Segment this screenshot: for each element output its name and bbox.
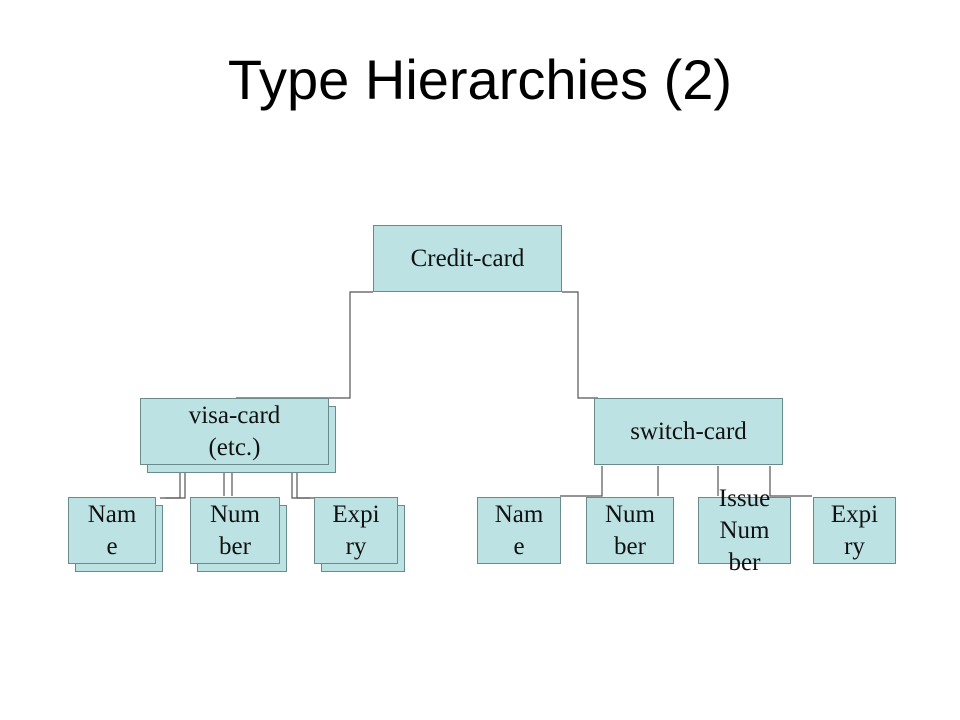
credit-card-node: Credit-card (373, 225, 562, 292)
connector-visa-name (160, 470, 181, 499)
connector-visa-expiry (291, 470, 310, 499)
switch-issue-number-node: Issue Num ber (698, 485, 791, 576)
connector-root-switch (562, 291, 598, 399)
switch-name-node: Nam e (477, 497, 561, 564)
visa-card-node: visa-card (etc.) (140, 398, 329, 465)
connector-root-visa (236, 291, 373, 399)
switch-number-node: Num ber (586, 497, 674, 564)
switch-expiry-node: Expi ry (813, 497, 896, 564)
switch-card-node: switch-card (594, 398, 783, 465)
visa-number-node: Num ber (190, 497, 280, 564)
connector-switch-name (560, 466, 603, 497)
visa-name-node: Nam e (68, 497, 156, 564)
connector-switch-expiry (769, 466, 812, 497)
visa-expiry-node: Expi ry (314, 497, 398, 564)
slide-title: Type Hierarchies (2) (227, 48, 733, 111)
